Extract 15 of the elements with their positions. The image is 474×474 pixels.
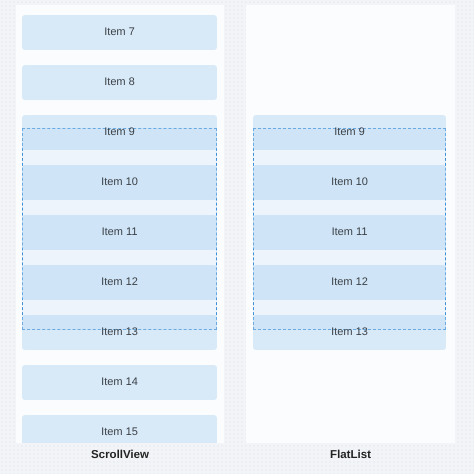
list-item: Item 9	[253, 115, 446, 150]
list-item: Item 10	[22, 165, 217, 200]
list-item: Item 7	[22, 15, 217, 50]
panel-title: ScrollView	[90, 449, 150, 461]
list-item: Item 14	[22, 365, 217, 400]
list-item: Item 11	[253, 215, 446, 250]
list-item: Item 10	[253, 165, 446, 200]
list-item: Item 11	[22, 215, 217, 250]
list-item: Item 13	[22, 315, 217, 350]
list-item: Item 15	[22, 415, 217, 443]
panel-title: FlatList	[329, 449, 372, 461]
list-item: Item 12	[253, 265, 446, 300]
list-item: Item 9	[22, 115, 217, 150]
list-item: Item 12	[22, 265, 217, 300]
list-item: Item 8	[22, 65, 217, 100]
